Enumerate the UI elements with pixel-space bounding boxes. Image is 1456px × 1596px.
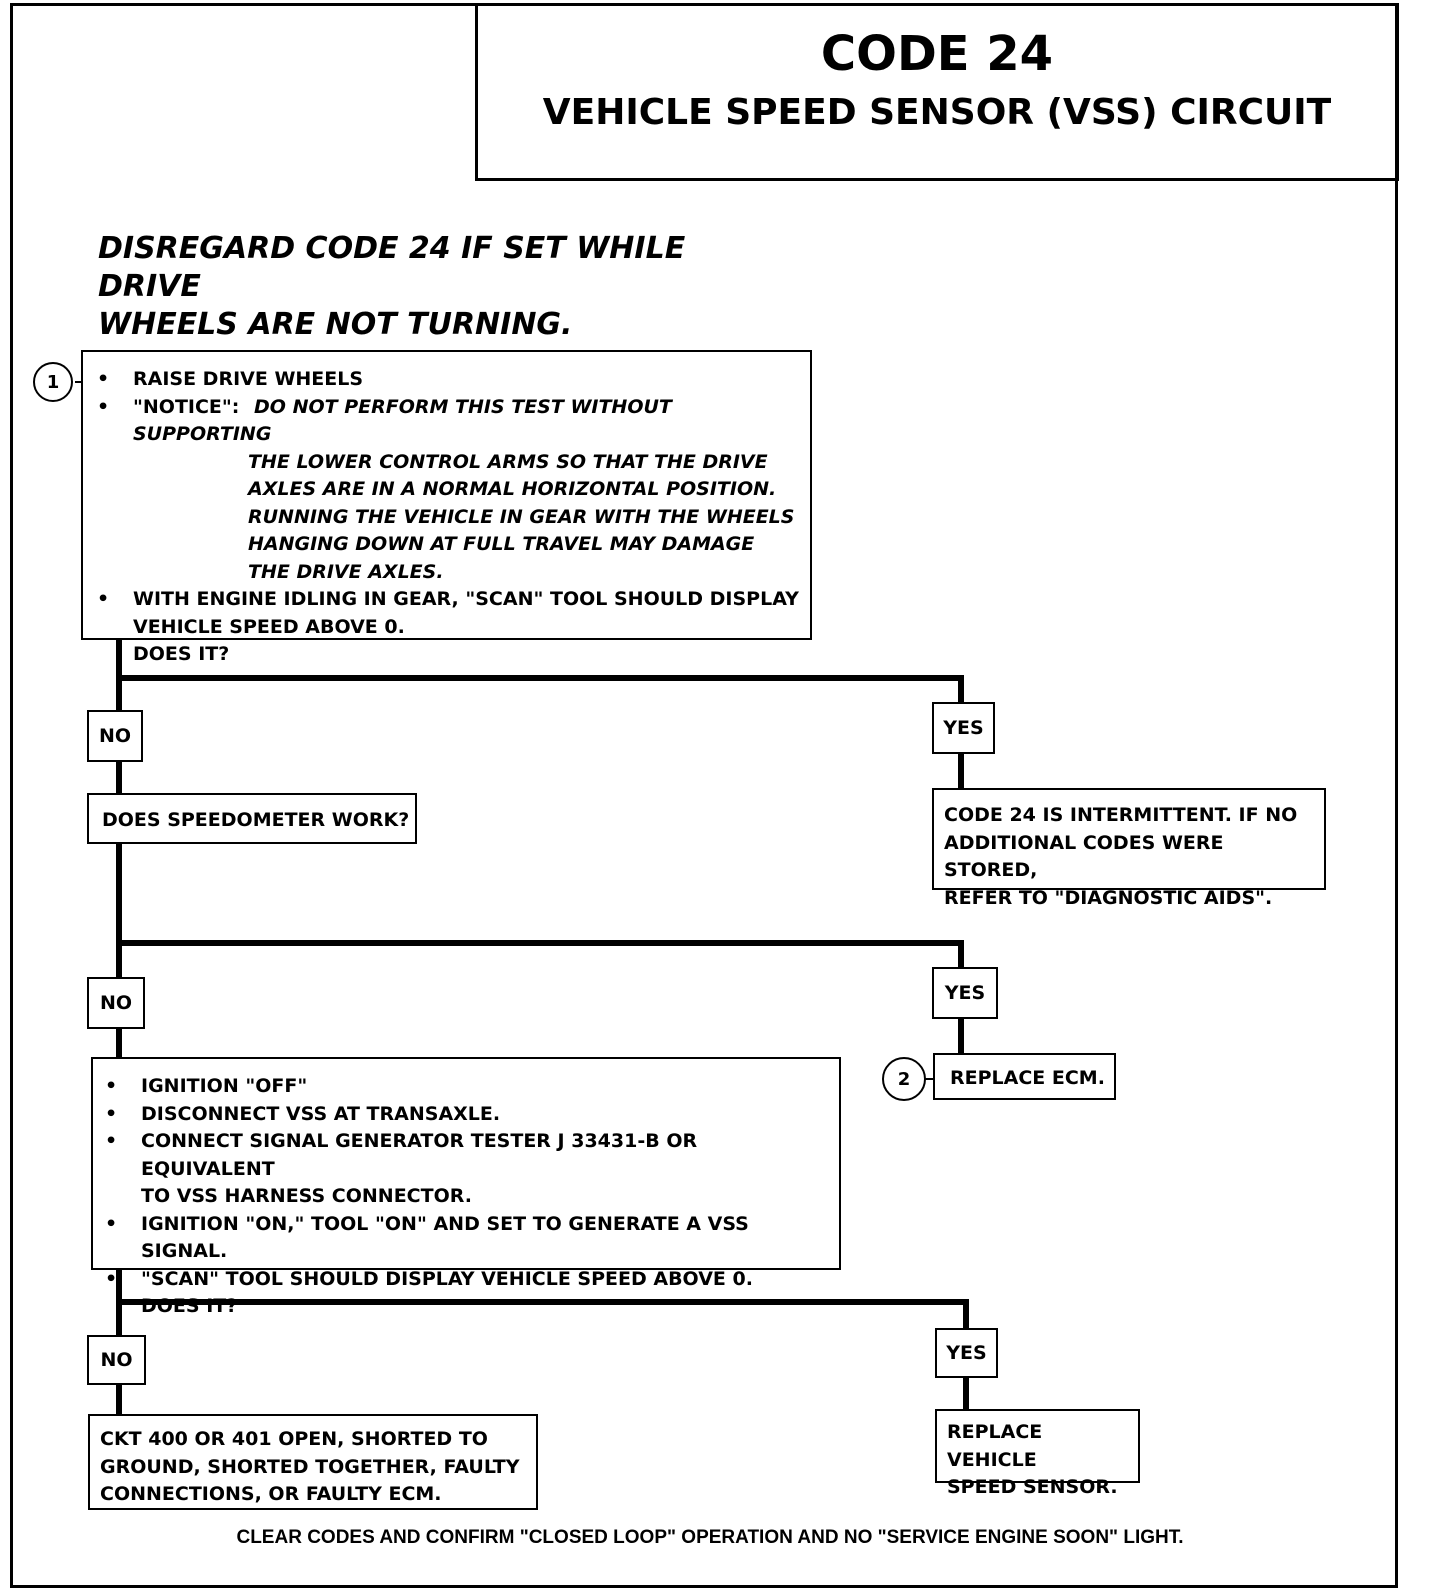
- replace-sensor-box: REPLACE VEHICLE SPEED SENSOR.: [935, 1409, 1140, 1498]
- connector: [116, 940, 964, 946]
- result-line: GROUND, SHORTED TOGETHER, FAULTY: [100, 1455, 520, 1478]
- bullet-icon: •: [97, 588, 110, 610]
- connector: [958, 754, 964, 790]
- no-label: NO: [87, 1335, 146, 1385]
- step-3-item-text: IGNITION "ON," TOOL "ON" AND SET TO GENE…: [141, 1212, 749, 1263]
- connector: [116, 1384, 122, 1415]
- connector: [963, 1299, 969, 1328]
- step-number-2: 2: [882, 1057, 926, 1101]
- bullet-icon: •: [97, 395, 110, 418]
- step-1-box: • RAISE DRIVE WHEELS • "NOTICE": DO NOT …: [81, 350, 812, 665]
- step-3-item-text: "SCAN" TOOL SHOULD DISPLAY VEHICLE SPEED…: [141, 1267, 753, 1290]
- yes-label: YES: [935, 1328, 998, 1378]
- step-1-item: • RAISE DRIVE WHEELS: [93, 366, 802, 394]
- bullet-icon: •: [105, 1075, 118, 1097]
- result-line: CONNECTIONS, OR FAULTY ECM.: [100, 1483, 442, 1505]
- connector: [116, 843, 122, 979]
- step-1-item-3-line-2: VEHICLE SPEED ABOVE 0.: [133, 615, 405, 638]
- result-line: ADDITIONAL CODES WERE STORED,: [944, 831, 1224, 882]
- result-line: REPLACE VEHICLE: [947, 1421, 1043, 1471]
- step-1-item: • WITH ENGINE IDLING IN GEAR, "SCAN" TOO…: [93, 586, 802, 614]
- step-1-notice: • "NOTICE": DO NOT PERFORM THIS TEST WIT…: [93, 394, 802, 449]
- circuit-fault-result-box: CKT 400 OR 401 OPEN, SHORTED TO GROUND, …: [88, 1414, 538, 1510]
- step-3-box: • IGNITION "OFF" • DISCONNECT VSS AT TRA…: [91, 1057, 841, 1317]
- speedometer-question: DOES SPEEDOMETER WORK?: [102, 809, 410, 831]
- page-subtitle: VEHICLE SPEED SENSOR (VSS) CIRCUIT: [542, 92, 1332, 133]
- connector: [116, 1299, 969, 1305]
- notice-label: "NOTICE":: [133, 395, 240, 418]
- step-3-item-text: DISCONNECT VSS AT TRANSAXLE.: [141, 1102, 501, 1125]
- step-3-item-text: IGNITION "OFF": [141, 1075, 308, 1097]
- step-3-item: • DISCONNECT VSS AT TRANSAXLE.: [101, 1101, 831, 1129]
- page-frame: [10, 3, 1398, 1588]
- speedometer-question-box: DOES SPEEDOMETER WORK?: [87, 793, 417, 844]
- connector: [925, 1078, 935, 1080]
- notice-line: THE DRIVE AXLES.: [248, 560, 444, 583]
- warning-line-1: DISREGARD CODE 24 IF SET WHILE DRIVE: [98, 231, 686, 304]
- step-1-question: DOES IT?: [133, 643, 230, 665]
- warning-line-2: WHEELS ARE NOT TURNING.: [98, 307, 573, 342]
- result-line: CKT 400 OR 401 OPEN, SHORTED TO: [100, 1428, 488, 1450]
- connector: [958, 1019, 964, 1055]
- step-number-1: 1: [33, 362, 73, 402]
- yes-label: YES: [932, 702, 995, 754]
- step-3-item: • IGNITION "OFF": [101, 1073, 831, 1101]
- step-3-item: • CONNECT SIGNAL GENERATOR TESTER J 3343…: [101, 1128, 831, 1183]
- yes-label: YES: [932, 967, 998, 1019]
- warning-note: DISREGARD CODE 24 IF SET WHILE DRIVE WHE…: [98, 230, 798, 344]
- step-1-item-1-text: RAISE DRIVE WHEELS: [133, 368, 364, 390]
- connector: [75, 381, 83, 383]
- no-label: NO: [87, 977, 145, 1029]
- step-3-question: DOES IT?: [141, 1295, 238, 1317]
- replace-ecm-text: REPLACE ECM.: [950, 1067, 1105, 1089]
- connector: [116, 1028, 122, 1060]
- notice-line: HANGING DOWN AT FULL TRAVEL MAY DAMAGE: [248, 533, 755, 555]
- bullet-icon: •: [97, 368, 110, 390]
- connector: [116, 638, 122, 710]
- page-title: CODE 24: [820, 26, 1054, 82]
- replace-ecm-box: REPLACE ECM.: [933, 1053, 1116, 1100]
- footer-note: CLEAR CODES AND CONFIRM "CLOSED LOOP" OP…: [236, 1527, 1184, 1548]
- notice-line: RUNNING THE VEHICLE IN GEAR WITH THE WHE…: [248, 505, 795, 528]
- bullet-icon: •: [105, 1102, 118, 1125]
- step-3-item-text: CONNECT SIGNAL GENERATOR TESTER J 33431-…: [141, 1130, 698, 1180]
- intermittent-result-box: CODE 24 IS INTERMITTENT. IF NO ADDITIONA…: [932, 788, 1326, 909]
- connector: [958, 940, 964, 968]
- result-line: REFER TO "DIAGNOSTIC AIDS".: [944, 886, 1273, 909]
- connector: [958, 675, 964, 703]
- connector: [116, 675, 964, 681]
- notice-line: DO NOT PERFORM THIS TEST WITHOUT SUPPORT…: [133, 395, 672, 446]
- connector: [116, 762, 122, 794]
- connector: [963, 1378, 969, 1411]
- bullet-icon: •: [105, 1212, 118, 1235]
- step-3-item: • "SCAN" TOOL SHOULD DISPLAY VEHICLE SPE…: [101, 1266, 831, 1294]
- bullet-icon: •: [105, 1130, 118, 1152]
- bullet-icon: •: [105, 1267, 118, 1290]
- result-line: SPEED SENSOR.: [947, 1476, 1118, 1498]
- result-line: CODE 24 IS INTERMITTENT. IF NO: [944, 804, 1298, 826]
- step-3-item-line-2: TO VSS HARNESS CONNECTOR.: [141, 1185, 472, 1207]
- notice-line: THE LOWER CONTROL ARMS SO THAT THE DRIVE: [248, 450, 768, 473]
- notice-line: AXLES ARE IN A NORMAL HORIZONTAL POSITIO…: [248, 478, 777, 500]
- title-box: [475, 3, 1399, 181]
- step-3-item: • IGNITION "ON," TOOL "ON" AND SET TO GE…: [101, 1211, 831, 1266]
- no-label: NO: [87, 710, 143, 762]
- step-1-item-3-text: WITH ENGINE IDLING IN GEAR, "SCAN" TOOL …: [133, 588, 799, 610]
